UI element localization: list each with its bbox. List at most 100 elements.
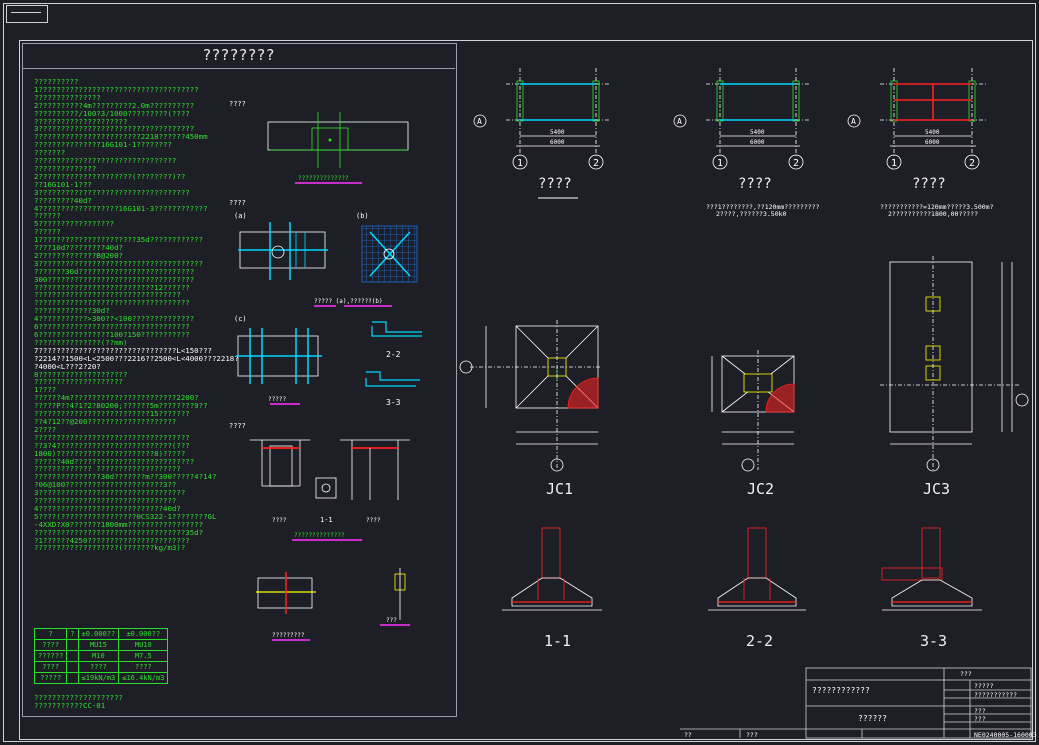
notes-line: 2?????????????????????(????????)?? (34, 171, 186, 181)
axis-bubble (847, 114, 861, 128)
plan-3-title: ???? (912, 176, 946, 192)
notes-line: 8???????????????????? (34, 369, 128, 379)
notes-tail-line: ???????????????????? (34, 693, 123, 702)
plan-3-note-1: ???????????=120mm?????3.500m? (880, 203, 994, 211)
notes-line: ??????40d??????????????????????????? (34, 456, 195, 466)
plan-2-note-1: ???1????????,??120mm????????? (706, 203, 820, 211)
notes-line: 4???????????>300??<100?????????????? (34, 314, 195, 324)
jc3-plan: JC3 (880, 256, 1029, 498)
notes-line: ??16G101-1??? (34, 179, 92, 189)
notes-line: 2??????????4m?????????2.0m?????????? (34, 100, 195, 110)
axis-a-label: A (851, 117, 856, 126)
foundation-plans: JC1 JC2 (459, 256, 1029, 498)
company-name: ???????????? (812, 686, 870, 695)
dim-6000: 6000 (750, 139, 765, 146)
detail-2b-label: (b) (356, 212, 369, 220)
detail-4-caption: ????????? (272, 632, 305, 639)
axis-bubble (588, 154, 604, 170)
notes-line: ??????????????????????????????????35d? (34, 527, 204, 537)
tb-r2: ??? (960, 670, 972, 678)
notes-line: 3?????????????????????????????????? (34, 187, 190, 197)
axis-bubble (886, 154, 902, 170)
notes-line: ?????????40d? (34, 195, 92, 205)
plan-2-title: ???? (738, 176, 772, 192)
column-right (792, 80, 800, 122)
detail-ring-beam: ???? ?????????????? (229, 100, 409, 184)
notes-line: ??????????????????????????????????? (34, 298, 190, 308)
notes-tail: ???????????????????????????????CC-01 (34, 694, 123, 710)
notes-line: 1??????????????????????35d???????????? (34, 235, 204, 245)
axis-a-label: A (677, 117, 682, 126)
dim-5400: 5400 (550, 129, 565, 136)
axis-bubble (964, 154, 980, 170)
notes-line: ?1??????4250??????????????????????? (34, 535, 190, 545)
jc3-label: JC3 (923, 480, 950, 498)
notes-line: ?????????? (34, 77, 79, 86)
title-block (680, 667, 1032, 739)
axis-bubble (673, 114, 687, 128)
notes-line: 5????????????????? (34, 219, 115, 229)
column-left (516, 80, 524, 122)
table-row: ?????≤19kN/m3≤16.4kN/m3 (33, 672, 169, 684)
jc1-plan: JC1 (459, 320, 600, 498)
tb-r1: ????? (974, 682, 994, 690)
detail-2-title: ???? (229, 199, 246, 207)
tb-r4: ??? (974, 707, 986, 715)
detail-2c-caption: ????? (268, 396, 286, 403)
notes-line: ????????????????????????2218??????450mm (34, 132, 208, 142)
notes-line: ???????????????????????????12?????? (34, 282, 190, 292)
dim-6000: 6000 (550, 139, 565, 146)
general-notes-panel (22, 43, 457, 717)
axis-bubble (512, 154, 528, 170)
detail-3-sec3: ???? (366, 517, 381, 524)
notes-line: ????????????? ??????????????????? (34, 464, 181, 474)
notes-line: ???????????????????????????????? (34, 496, 177, 506)
tb-r5: ??? (974, 715, 986, 723)
detail-lintels: ???? ???? 1-1 ???? ?????????????? (229, 422, 410, 541)
column-left (716, 80, 724, 122)
detail-4-caption-2: ??? (386, 617, 397, 624)
axis-2-label: 2 (793, 158, 799, 169)
notes-line: 1???????????????????????????????????? (34, 84, 199, 94)
notes-line: 2???? (34, 424, 57, 434)
notes-line: ??????????/100?3/1000?????????(???? (34, 108, 190, 118)
table-cell: ≤16.4kN/m3 (118, 672, 169, 684)
notes-line: 7???????????????????????????????L<150??? (34, 345, 212, 355)
notes-tail-line: ???????????CC-01 (34, 701, 106, 710)
dim-5400: 5400 (925, 129, 940, 136)
notes-line: ?06@100??????????????????????3?? (34, 480, 177, 490)
notes-line: ?????? (34, 227, 61, 237)
notes-line: ??????????????? (34, 92, 101, 102)
detail-3-sec2: 1-1 (320, 516, 333, 524)
jc2-plan: JC2 (711, 350, 795, 498)
drawing-number: NE0240005-160003 (974, 731, 1037, 739)
dim-5400: 5400 (750, 129, 765, 136)
tb-b1: ?? (684, 731, 692, 739)
notes-line: 1???? (34, 385, 57, 395)
notes-line: ?????? (34, 211, 61, 221)
notes-line: ??????????????????????????????????? (34, 432, 190, 442)
notes-line: ??????? (34, 148, 66, 158)
detail-3-sec1: ???? (272, 517, 287, 524)
jc1-label: JC1 (546, 480, 573, 498)
table-cell (66, 672, 79, 684)
notes-line: ??????4m????????????????????????2200? (34, 393, 199, 403)
notes-line: ???????????????30d???????m??300?????4?14… (34, 472, 217, 482)
notes-line: ?????P??4?1?2?80200;??????5m????????9?? (34, 401, 208, 411)
section-22-label: 2-2 (746, 632, 773, 650)
corner-tag (6, 5, 48, 23)
notes-line: 4????????????????????????????40d? (34, 503, 181, 513)
drawing-name: ?????? (858, 714, 887, 723)
detail-2a-caption: ????? (a),??????(b) (314, 298, 383, 305)
detail-embeds: ????????? ??? (256, 568, 410, 641)
axis-2-label: 2 (593, 158, 599, 169)
axis-2-label: 2 (969, 158, 975, 169)
section-11-label: 1-1 (544, 632, 571, 650)
notes-line: ????????????????????? (34, 116, 128, 126)
jc2-label: JC2 (747, 480, 774, 498)
notes-line: ?4000<L???2?20? (34, 361, 101, 371)
axis-bubble (788, 154, 804, 170)
